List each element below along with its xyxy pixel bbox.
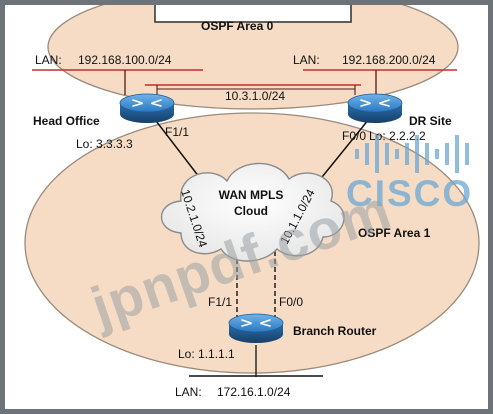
head-office-lan-prefix: LAN: — [35, 53, 62, 67]
branch-lan: 172.16.1.0/24 — [217, 385, 291, 399]
cloud-label-line1: WAN MPLS — [219, 188, 284, 202]
branch-if-left: F1/1 — [208, 295, 232, 309]
branch-router-name: Branch Router — [293, 324, 377, 338]
cisco-wordmark: CISCO — [346, 173, 473, 214]
branch-if-right: F0/0 — [279, 295, 303, 309]
head-office-router-icon[interactable] — [119, 93, 175, 124]
network-diagram: OSPF Area 0 OSPF Area 1 WAN MPLS Cloud L… — [24, 5, 480, 399]
branch-loopback: Lo: 1.1.1.1 — [178, 347, 235, 361]
branch-router-icon[interactable] — [228, 313, 284, 344]
area1-label: OSPF Area 1 — [358, 226, 431, 240]
head-office-name: Head Office — [33, 114, 100, 128]
dr-site-name: DR Site — [409, 114, 452, 128]
dr-site-router-icon[interactable] — [347, 93, 403, 124]
ospf-area-0 — [47, 5, 459, 110]
head-office-lan: 192.168.100.0/24 — [78, 53, 172, 67]
area0-label: OSPF Area 0 — [201, 19, 274, 33]
head-office-loopback: Lo: 3.3.3.3 — [76, 137, 133, 151]
cloud-label-line2: Cloud — [234, 204, 268, 218]
branch-lan-prefix: LAN: — [175, 385, 202, 399]
cisco-logo-watermark: CISCO — [346, 135, 473, 214]
dr-site-lan-prefix: LAN: — [293, 53, 320, 67]
dr-site-loopback: Lo: 2.2.2.2 — [369, 129, 426, 143]
head-office-interface: F1/1 — [165, 125, 189, 139]
top-strip — [154, 5, 352, 23]
dr-site-interface: F0/0 — [342, 129, 366, 143]
wan-mpls-cloud: WAN MPLS Cloud — [161, 162, 345, 262]
dr-site-lan: 192.168.200.0/24 — [342, 53, 436, 67]
ho-dr-link-label: 10.3.1.0/24 — [225, 89, 285, 103]
